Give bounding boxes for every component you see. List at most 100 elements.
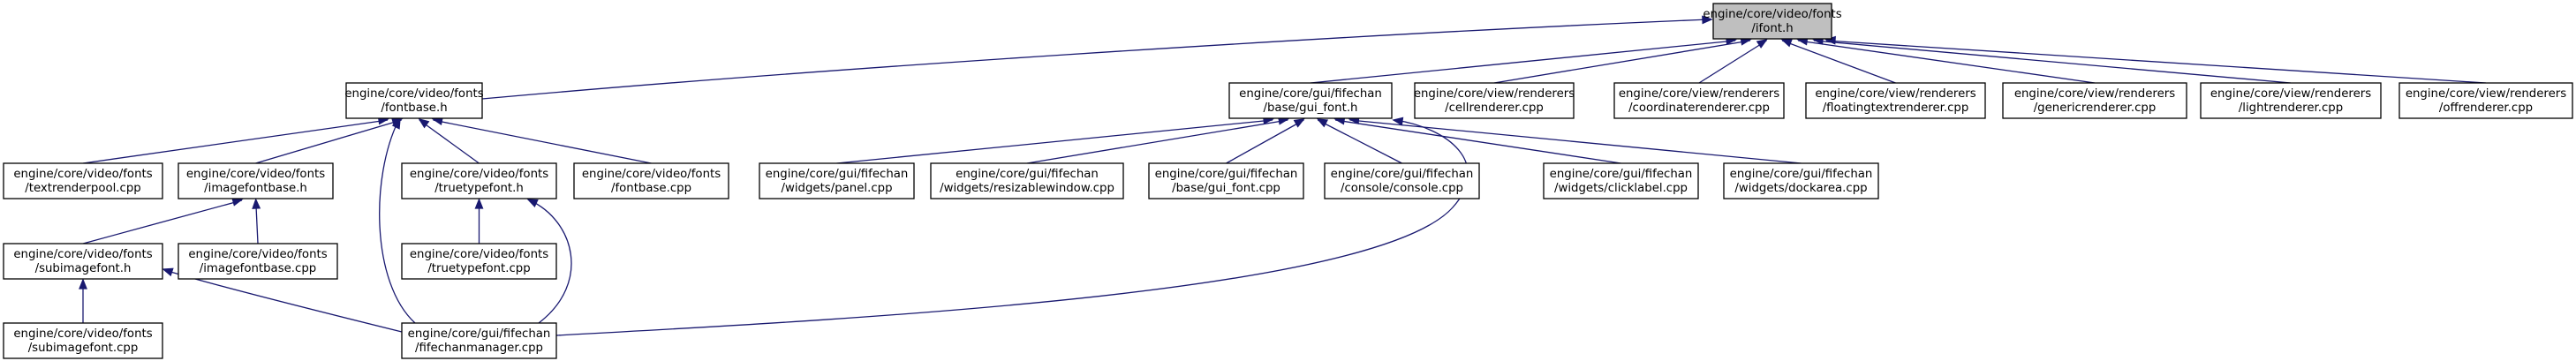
edge-line-3 [1698,40,1767,84]
node-gui_font_cpp[interactable]: engine/core/gui/fifechan/base/gui_font.c… [1148,162,1304,199]
node-box [2398,82,2573,119]
node-label-line: /fontbase.cpp [611,182,691,195]
edge-fontbase_cpp-to-fontbase_h [431,117,652,164]
node-box [401,322,557,359]
edge-arrowhead-17 [474,198,484,209]
node-floatingtextrenderer[interactable]: engine/core/view/renderers/floatingtextr… [1805,82,1986,119]
node-gui_font_h[interactable]: engine/core/gui/fifechan/base/gui_font.h [1228,82,1393,119]
node-imagefontbase_cpp[interactable]: engine/core/video/fonts/imagefontbase.cp… [178,243,338,280]
node-label-line: /floatingtextrenderer.cpp [1823,102,1969,115]
edge-line-25 [555,119,1469,336]
node-subimagefont_h[interactable]: engine/core/video/fonts/subimagefont.h [3,243,163,280]
node-label-line: /genericrenderer.cpp [2034,102,2157,115]
node-label-line: /base/gui_font.h [1264,102,1358,115]
node-fifechanmanager[interactable]: engine/core/gui/fifechan/fifechanmanager… [401,322,557,359]
node-label-line: /textrenderpool.cpp [25,182,140,195]
node-label-line: engine/core/video/fonts [13,248,152,261]
edge-subimagefont_cpp-to-subimagefont_h [79,278,87,323]
node-resizablewindow[interactable]: engine/core/gui/fifechan/widgets/resizab… [930,162,1124,199]
node-imagefontbase_h[interactable]: engine/core/video/fonts/imagefontbase.h [178,162,334,199]
edge-line-0 [481,19,1711,100]
edge-truetypefont_h-to-fontbase_h [418,117,480,164]
node-label-line: /imagefontbase.cpp [200,262,316,275]
node-label-line: engine/core/view/renderers [2210,87,2371,101]
edge-arrowhead-22 [1316,118,1329,128]
node-label-line: engine/core/video/fonts [13,327,152,341]
node-lightrenderer[interactable]: engine/core/view/renderers/lightrenderer… [2200,82,2382,119]
node-box [2200,82,2382,119]
edge-line-1 [1310,40,1736,84]
node-box [1723,162,1879,199]
node-label-line: engine/core/video/fonts [1703,8,1841,21]
node-box [401,243,557,280]
edge-offrenderer-to-ifont [1824,35,2487,84]
edge-line-22 [1317,119,1402,164]
edge-line-19 [836,119,1273,164]
edge-clicklabel-to-gui_font_h [1333,116,1621,164]
edge-arrowhead-16 [162,267,174,277]
node-label-line: /subimagefont.cpp [28,342,139,355]
node-fontbase_cpp[interactable]: engine/core/video/fonts/fontbase.cpp [573,162,729,199]
node-label-line: /offrenderer.cpp [2439,102,2533,115]
edge-fontbase_h-to-ifont [481,15,1713,100]
edge-arrowhead-13 [231,198,244,207]
node-box [3,243,163,280]
node-dockarea[interactable]: engine/core/gui/fifechan/widgets/dockare… [1723,162,1879,199]
node-box [573,162,729,199]
edge-line-2 [1493,40,1750,84]
node-box [1148,162,1304,199]
node-offrenderer[interactable]: engine/core/view/renderers/offrenderer.c… [2398,82,2573,119]
node-subimagefont_cpp[interactable]: engine/core/video/fonts/subimagefont.cpp [3,322,163,359]
node-label-line: /widgets/clicklabel.cpp [1554,182,1688,195]
node-label-line: /fontbase.h [381,102,447,115]
node-label-line: /base/gui_font.cpp [1172,182,1280,195]
edge-console-to-gui_font_h [1316,118,1402,164]
node-box [1324,162,1480,199]
edge-arrowhead-15 [79,278,87,290]
node-truetypefont_cpp[interactable]: engine/core/video/fonts/truetypefont.cpp [401,243,557,280]
edge-gui_font_h-to-ifont [1310,36,1737,84]
edge-line-5 [1798,40,2096,84]
edge-line-6 [1813,40,2292,84]
node-panel[interactable]: engine/core/gui/fifechan/widgets/panel.c… [759,162,915,199]
node-coordinaterenderer[interactable]: engine/core/view/renderers/coordinateren… [1613,82,1785,119]
node-box [1805,82,1986,119]
node-box [1414,82,1575,119]
node-console[interactable]: engine/core/gui/fifechan/console/console… [1324,162,1480,199]
node-label-line: engine/core/gui/fifechan [1730,168,1873,181]
node-box [1543,162,1699,199]
node-label-line: /widgets/resizablewindow.cpp [940,182,1114,195]
node-genericrenderer[interactable]: engine/core/view/renderers/genericrender… [2002,82,2187,119]
node-box [3,322,163,359]
node-truetypefont_h[interactable]: engine/core/video/fonts/truetypefont.h [401,162,557,199]
edge-line-11 [433,119,652,164]
node-label-line: engine/core/video/fonts [188,248,327,261]
node-clicklabel[interactable]: engine/core/gui/fifechan/widgets/clickla… [1543,162,1699,199]
edge-line-12 [379,120,416,324]
node-label-line: engine/core/video/fonts [582,168,721,181]
node-label-line: /ifont.h [1751,22,1793,35]
node-label-line: /fifechanmanager.cpp [415,342,543,355]
node-box [3,162,163,199]
edge-arrowhead-14 [252,198,261,209]
node-fontbase_h[interactable]: engine/core/video/fonts/fontbase.h [344,82,484,119]
edge-imagefontbase_h-to-fontbase_h [255,117,404,164]
edge-line-4 [1781,40,1896,84]
node-box [930,162,1124,199]
node-ifont[interactable]: engine/core/video/fonts/ifont.h [1703,3,1842,40]
node-box [1613,82,1785,119]
edge-line-8 [82,119,389,164]
node-label-line: engine/core/video/fonts [186,168,325,181]
edge-line-10 [419,119,480,164]
node-label-line: engine/core/view/renderers [1815,87,1975,101]
edge-line-21 [1226,119,1304,164]
node-label-line: engine/core/video/fonts [410,168,548,181]
node-box [178,162,334,199]
node-cellrenderer[interactable]: engine/core/view/renderers/cellrenderer.… [1414,82,1575,119]
edge-floatingtextrenderer-to-ifont [1780,39,1896,84]
node-box [401,162,557,199]
node-textrenderpool[interactable]: engine/core/video/fonts/textrenderpool.c… [3,162,163,199]
edge-arrowhead-10 [418,117,430,129]
edge-panel-to-gui_font_h [836,116,1274,164]
